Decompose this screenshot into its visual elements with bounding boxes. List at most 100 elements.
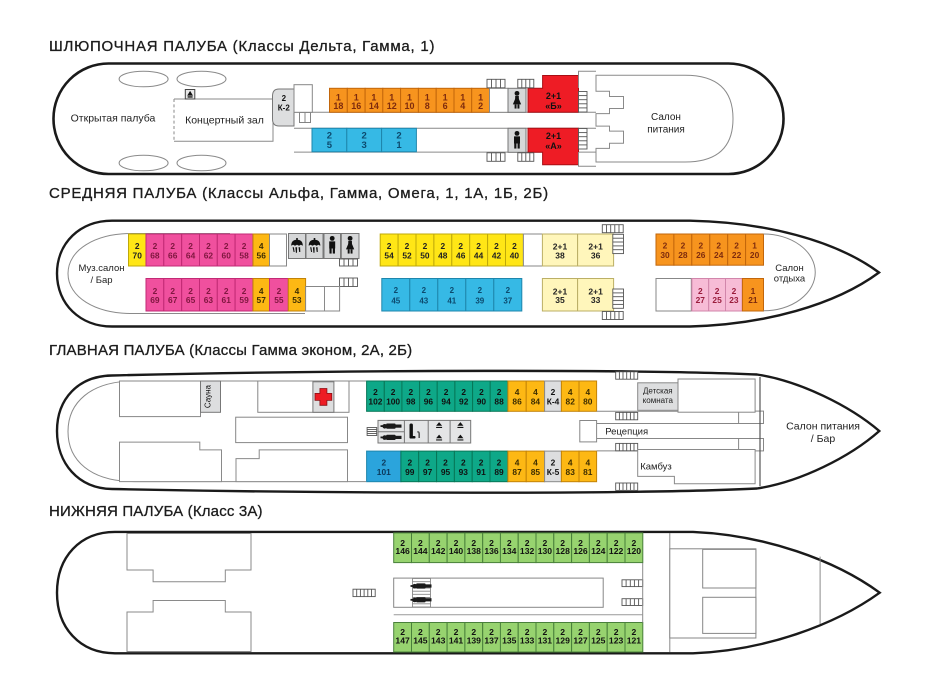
svg-text:1: 1: [751, 286, 756, 296]
svg-text:Концертный зал: Концертный зал: [185, 115, 264, 127]
svg-text:1: 1: [425, 93, 430, 103]
svg-text:92: 92: [459, 397, 469, 407]
svg-text:50: 50: [420, 251, 430, 261]
svg-text:2: 2: [551, 458, 556, 468]
svg-text:43: 43: [419, 296, 428, 305]
svg-text:2: 2: [188, 241, 193, 251]
svg-text:93: 93: [459, 467, 469, 477]
svg-text:2: 2: [408, 387, 413, 397]
svg-text:142: 142: [431, 546, 446, 556]
svg-text:100: 100: [386, 397, 400, 407]
svg-text:2: 2: [454, 627, 459, 637]
svg-text:2: 2: [206, 241, 211, 251]
svg-text:2: 2: [242, 241, 247, 251]
svg-text:36: 36: [591, 250, 601, 260]
svg-text:89: 89: [494, 467, 504, 477]
svg-text:2: 2: [489, 538, 494, 548]
svg-text:23: 23: [729, 295, 739, 305]
svg-text:«А»: «А»: [545, 141, 562, 151]
svg-text:41: 41: [447, 296, 456, 305]
svg-text:64: 64: [186, 251, 196, 261]
svg-text:81: 81: [583, 467, 593, 477]
svg-text:«Б»: «Б»: [545, 101, 561, 111]
svg-text:2: 2: [170, 241, 175, 251]
svg-text:52: 52: [402, 251, 412, 261]
svg-text:90: 90: [477, 397, 487, 407]
svg-text:35: 35: [555, 295, 565, 305]
svg-text:4: 4: [585, 387, 590, 397]
svg-text:16: 16: [351, 101, 361, 111]
svg-text:1: 1: [752, 241, 757, 251]
svg-text:39: 39: [475, 296, 484, 305]
svg-text:135: 135: [502, 636, 517, 646]
svg-text:14: 14: [369, 101, 379, 111]
svg-text:123: 123: [609, 636, 624, 646]
svg-text:147: 147: [395, 636, 410, 646]
svg-text:102: 102: [368, 397, 382, 407]
svg-text:40: 40: [510, 251, 520, 261]
svg-text:1: 1: [460, 93, 465, 103]
svg-text:1: 1: [389, 93, 394, 103]
svg-text:К-5: К-5: [547, 467, 560, 477]
svg-text:Детская: Детская: [643, 387, 673, 396]
svg-text:42: 42: [492, 251, 502, 261]
svg-text:140: 140: [449, 546, 464, 556]
svg-text:86: 86: [512, 397, 522, 407]
svg-text:5: 5: [327, 140, 333, 151]
svg-text:2: 2: [732, 286, 737, 296]
svg-text:Камбуз: Камбуз: [640, 462, 672, 473]
svg-text:2: 2: [478, 101, 483, 111]
svg-text:145: 145: [413, 636, 428, 646]
svg-text:2: 2: [525, 538, 530, 548]
svg-text:65: 65: [186, 295, 196, 305]
svg-text:146: 146: [395, 546, 410, 556]
svg-text:24: 24: [714, 250, 724, 260]
svg-text:4: 4: [515, 387, 520, 397]
svg-text:2: 2: [425, 458, 430, 468]
svg-text:2+1: 2+1: [553, 286, 568, 296]
svg-text:2: 2: [400, 627, 405, 637]
svg-text:98: 98: [406, 397, 416, 407]
svg-text:2: 2: [440, 241, 445, 251]
svg-text:2: 2: [436, 538, 441, 548]
svg-text:2: 2: [422, 286, 427, 295]
svg-text:ШЛЮПОЧНАЯ ПАЛУБА (Классы Дельт: ШЛЮПОЧНАЯ ПАЛУБА (Классы Дельта, Гамма, …: [49, 38, 435, 55]
svg-text:38: 38: [555, 250, 565, 260]
svg-text:66: 66: [168, 251, 178, 261]
svg-text:136: 136: [484, 546, 499, 556]
svg-text:ГЛАВНАЯ ПАЛУБА (Классы Гамма э: ГЛАВНАЯ ПАЛУБА (Классы Гамма эконом, 2А,…: [49, 342, 412, 359]
svg-text:68: 68: [150, 251, 160, 261]
svg-text:95: 95: [441, 467, 451, 477]
svg-text:80: 80: [583, 397, 593, 407]
svg-text:2: 2: [327, 131, 332, 142]
svg-text:Салон: Салон: [775, 263, 803, 274]
svg-text:99: 99: [405, 467, 415, 477]
svg-text:4: 4: [568, 387, 573, 397]
svg-text:2: 2: [362, 131, 367, 142]
svg-text:2: 2: [512, 241, 517, 251]
svg-text:127: 127: [573, 636, 588, 646]
svg-text:67: 67: [168, 295, 178, 305]
svg-text:2: 2: [443, 458, 448, 468]
svg-text:2: 2: [206, 286, 211, 296]
svg-text:30: 30: [660, 250, 670, 260]
svg-text:8: 8: [425, 101, 430, 111]
svg-text:91: 91: [476, 467, 486, 477]
svg-text:2: 2: [663, 241, 668, 251]
svg-text:28: 28: [678, 250, 688, 260]
svg-text:4: 4: [585, 458, 590, 468]
svg-text:120: 120: [627, 546, 642, 556]
svg-text:132: 132: [520, 546, 535, 556]
svg-text:54: 54: [384, 251, 394, 261]
svg-text:2: 2: [224, 241, 229, 251]
svg-text:2: 2: [578, 627, 583, 637]
svg-text:К-4: К-4: [547, 397, 560, 407]
svg-text:27: 27: [696, 295, 706, 305]
svg-text:2: 2: [632, 627, 637, 637]
svg-text:2: 2: [614, 538, 619, 548]
svg-text:1: 1: [371, 93, 376, 103]
svg-text:2+1: 2+1: [588, 286, 603, 296]
svg-text:61: 61: [222, 295, 232, 305]
svg-text:94: 94: [441, 397, 451, 407]
svg-text:2: 2: [681, 241, 686, 251]
